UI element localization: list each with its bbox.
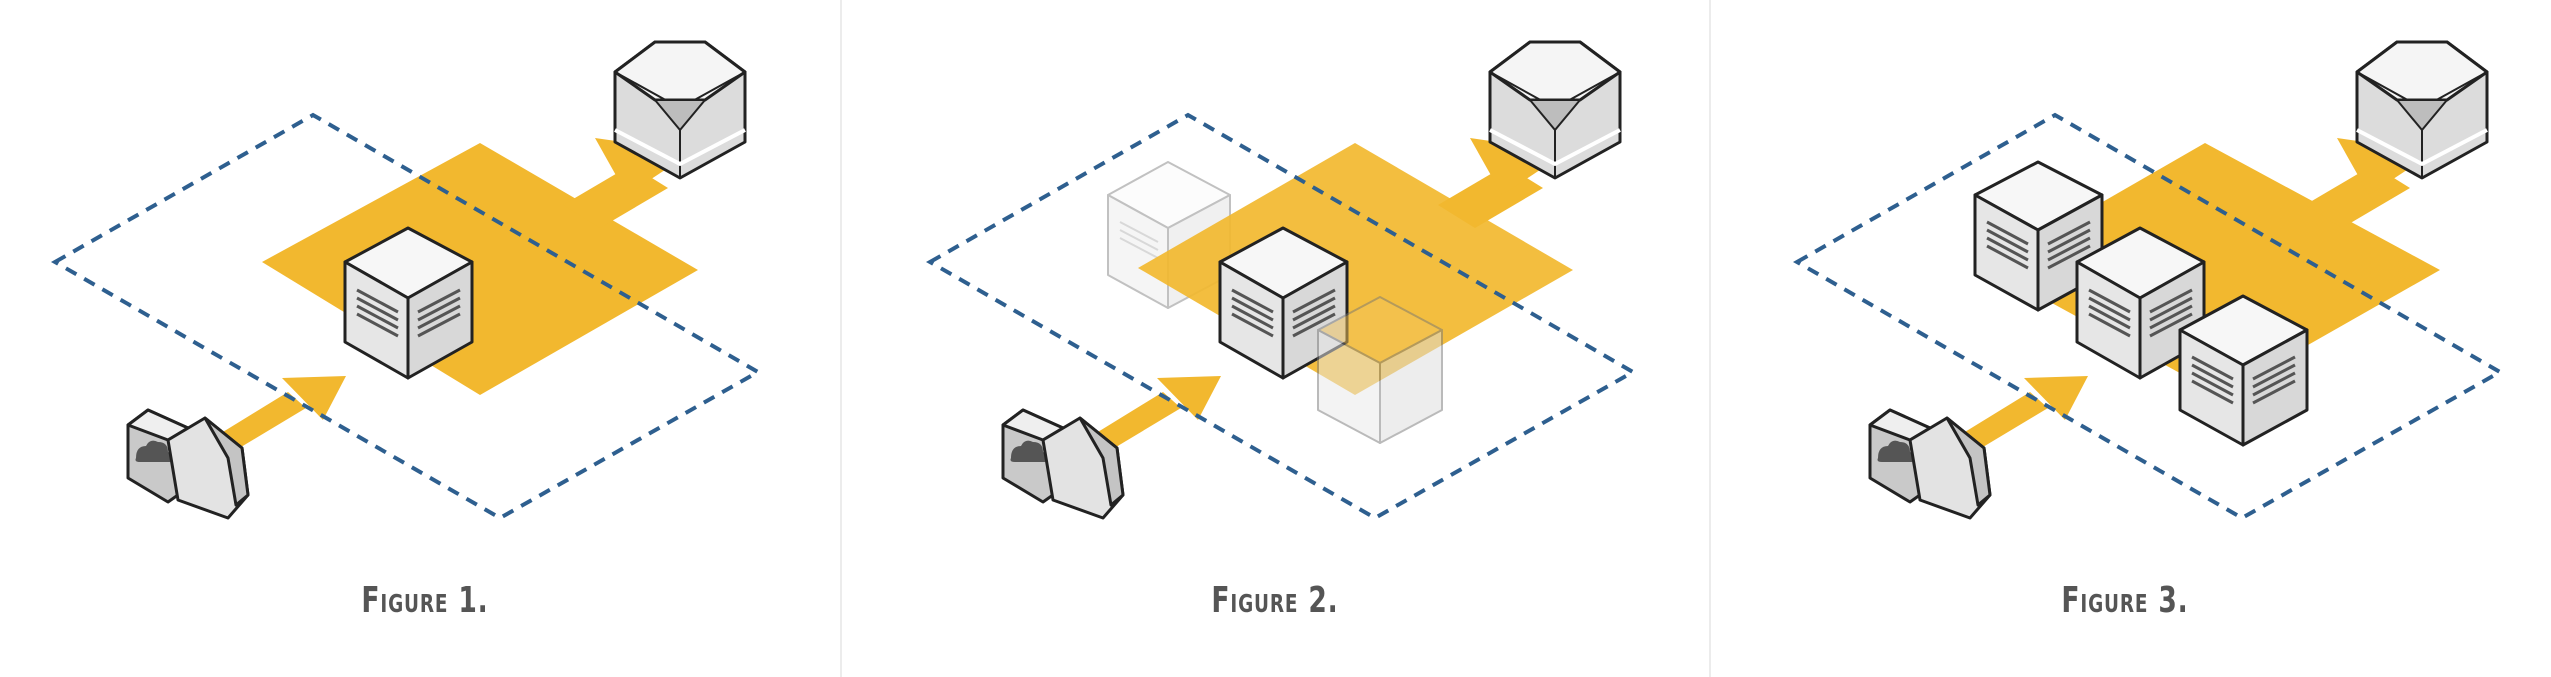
figure-2: Figure 2. [850, 0, 1700, 677]
database-icon [1488, 40, 1622, 180]
database-icon [2355, 40, 2489, 180]
highlight-zone [1138, 143, 1573, 395]
network-boundary [1792, 112, 2505, 521]
server-icon [2178, 294, 2309, 447]
server-icon [343, 226, 474, 380]
arrow-from-client [1093, 376, 1221, 450]
client-computer-icon [126, 408, 250, 520]
divider-2 [1709, 0, 1711, 677]
cloud-icon [1010, 440, 1047, 462]
divider-1 [840, 0, 842, 677]
figure-1: Figure 1. [0, 0, 850, 677]
client-computer-icon [1868, 408, 1992, 520]
figure-caption: Figure 1. [361, 580, 489, 621]
figure-3: Figure 3. [1700, 0, 2550, 677]
highlight-zone [262, 143, 698, 395]
ghost-server-icon [1317, 296, 1443, 444]
database-icon [613, 40, 747, 180]
arrow-from-client [1960, 376, 2088, 450]
arrow-from-client [218, 376, 346, 450]
cloud-icon [1877, 440, 1914, 462]
client-computer-icon [1001, 408, 1125, 520]
figure-caption: Figure 2. [1211, 580, 1339, 621]
cloud-icon [135, 440, 172, 462]
figure-2-diagram [925, 40, 1638, 521]
network-boundary [50, 112, 763, 521]
figure-3-diagram [1792, 40, 2505, 521]
server-icon [2075, 226, 2206, 380]
figure-caption: Figure 3. [2061, 580, 2189, 621]
figure-1-diagram [50, 40, 763, 521]
network-boundary [925, 112, 1638, 521]
